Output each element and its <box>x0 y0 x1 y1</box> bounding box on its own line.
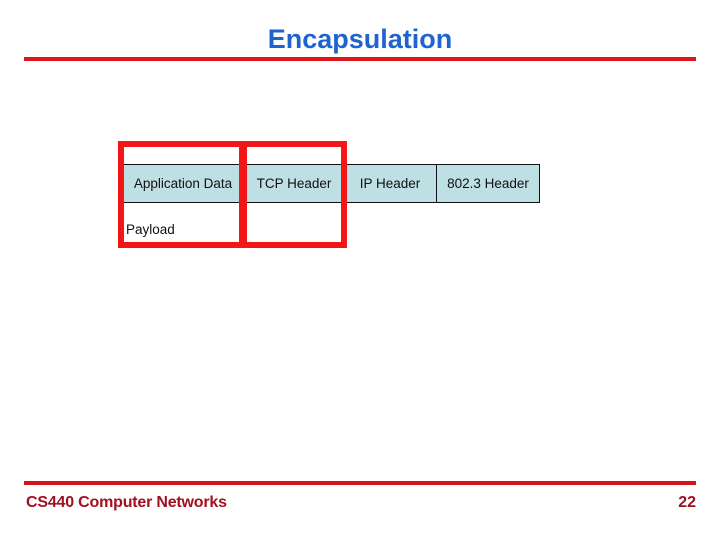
slide-page-number: 22 <box>678 494 696 511</box>
payload-label: Payload <box>126 222 175 237</box>
highlight-box-payload <box>118 141 245 248</box>
footer-divider-rule <box>24 481 696 485</box>
protocol-header-strip: Application Data TCP Header IP Header 80… <box>121 164 540 203</box>
cell-tcp-header: TCP Header <box>244 164 344 203</box>
page-title: Encapsulation <box>267 24 453 54</box>
cell-application-data: Application Data <box>121 164 245 203</box>
title-divider-rule <box>24 57 696 61</box>
footer-course-label: CS440 Computer Networks <box>26 494 227 511</box>
cell-802-3-header: 802.3 Header <box>436 164 540 203</box>
cell-ip-header: IP Header <box>343 164 437 203</box>
highlight-box-tcp-segment <box>241 141 347 248</box>
